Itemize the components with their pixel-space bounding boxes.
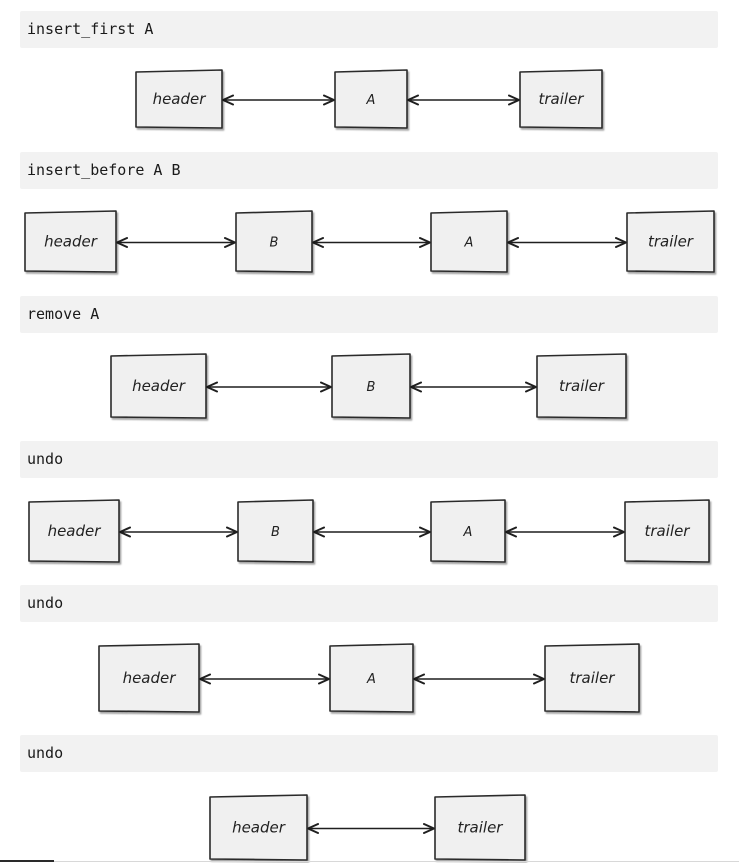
node-label: B [270,236,279,251]
node-label: A [366,93,376,108]
node-a: A [430,210,508,273]
node-label: header [44,233,98,251]
command-step-6: undo [20,735,718,772]
node-a: A [334,69,408,129]
node-label: trailer [570,669,616,687]
node-label: trailer [458,819,504,837]
command-step-2: insert_before A B [20,152,718,189]
node-trailer: trailer [519,69,603,129]
node-label: header [132,377,186,395]
node-trailer: trailer [434,794,526,861]
node-label: trailer [648,233,694,251]
node-a: A [430,499,506,563]
list-row-6: header trailer [209,794,526,861]
node-label: trailer [645,522,691,540]
command-step-1: insert_first A [20,11,718,48]
node-label: header [123,669,177,687]
command-step-3: remove A [20,296,718,333]
node-label: header [232,819,286,837]
command-step-5: undo [20,585,718,622]
node-header: header [98,643,200,713]
node-trailer: trailer [624,499,710,563]
node-b: B [235,210,313,273]
node-label: A [366,672,376,687]
node-b: B [237,499,314,563]
command-step-4: undo [20,441,718,478]
bottom-divider [0,860,739,863]
node-label: header [48,522,102,540]
node-label: B [271,525,280,540]
node-trailer: trailer [544,643,640,713]
node-b: B [331,353,411,419]
node-label: header [153,90,207,108]
node-header: header [28,499,120,563]
node-header: header [209,794,308,861]
node-a: A [329,643,414,713]
node-trailer: trailer [536,353,627,419]
node-label: A [464,236,474,251]
node-label: B [367,380,376,395]
node-header: header [135,69,223,129]
node-header: header [24,210,117,273]
node-label: A [463,525,473,540]
node-label: trailer [559,377,605,395]
node-trailer: trailer [626,210,715,273]
node-label: trailer [539,90,585,108]
node-header: header [110,353,207,419]
